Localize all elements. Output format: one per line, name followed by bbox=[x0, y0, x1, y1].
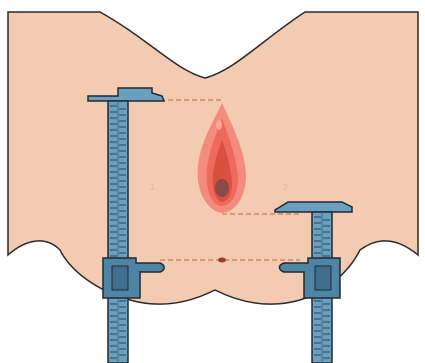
lesion-core bbox=[215, 179, 229, 197]
point-mark bbox=[218, 258, 226, 263]
faint-mark-left: 1 bbox=[150, 182, 155, 192]
faint-mark-right: 2 bbox=[283, 182, 288, 192]
right-caliper-slider-window bbox=[315, 266, 331, 290]
right-caliper-top-cap bbox=[275, 202, 352, 212]
lesion-highlight bbox=[216, 120, 222, 130]
left-caliper-slider-window bbox=[112, 266, 128, 290]
